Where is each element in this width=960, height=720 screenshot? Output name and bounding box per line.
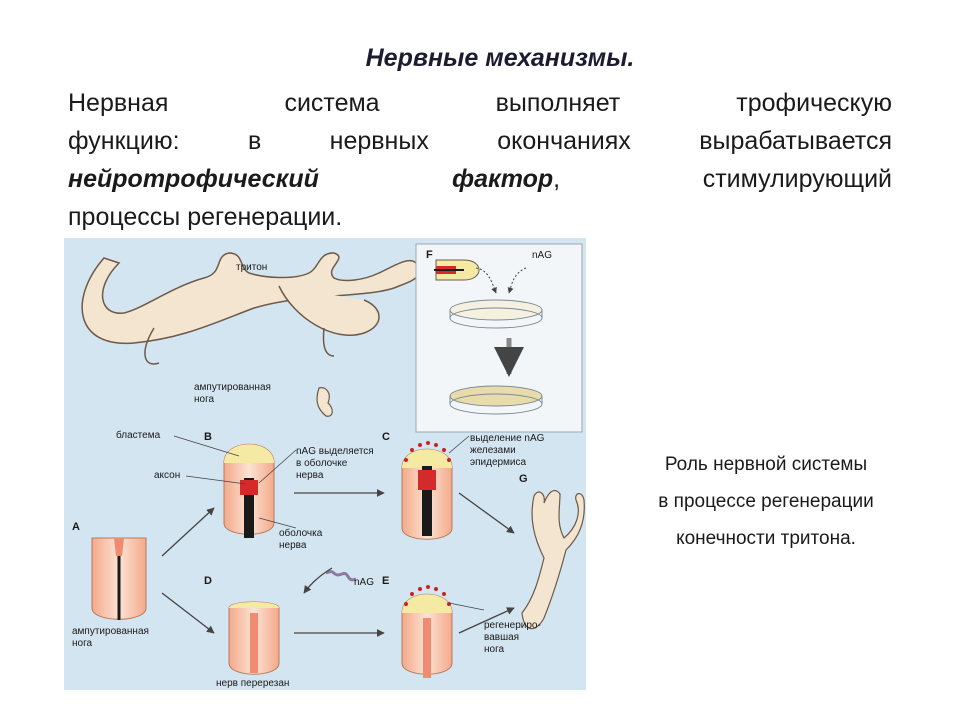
term-factor: фактор: [452, 165, 554, 193]
panel-g-letter: G: [519, 473, 528, 485]
paragraph-line-4: процессы регенерации.: [68, 203, 343, 231]
label-nerve-cut: нерв перерезан: [216, 678, 289, 689]
comma: ,: [553, 165, 561, 193]
figure-illustration: тритон ампутированная нога F nAG: [72, 243, 585, 689]
term-neurotrophic: нейротрофический: [68, 165, 319, 193]
label-nag-sheath-2: в оболочке: [296, 457, 348, 469]
label-amputated-leg-2: нога: [194, 394, 215, 405]
label-regenerated-2: вавшая: [484, 632, 519, 643]
label-nag-secretion-1: выделение nAG: [470, 433, 545, 444]
panel-c-letter: C: [382, 431, 390, 443]
regeneration-figure: тритон ампутированная нога F nAG: [64, 238, 586, 690]
label-regenerated-1: регенериро-: [484, 620, 541, 631]
label-amputated-leg-a2: нога: [72, 638, 93, 649]
label-nerve-sheath-1: оболочка: [279, 527, 323, 539]
panel-e-limb: [401, 585, 453, 678]
panel-c-limb: [401, 441, 453, 540]
panel-b-letter: B: [204, 431, 212, 443]
label-amputated-leg-a1: ампутированная: [72, 626, 149, 637]
label-nag-secretion-3: эпидермиса: [470, 457, 527, 468]
caption-line-1: Роль нервной системы: [664, 454, 868, 475]
panel-d-letter: D: [204, 575, 212, 587]
slide-title: Нервные механизмы.: [365, 44, 635, 72]
label-nag: nAG: [354, 577, 374, 588]
label-regenerated-3: нога: [484, 644, 505, 655]
leader-lines: [173, 435, 485, 611]
process-arrows: [161, 489, 515, 637]
panel-f-letter: F: [426, 249, 433, 261]
label-amputated-leg-1: ампутированная: [194, 382, 271, 393]
label-nag-f: nAG: [532, 250, 552, 261]
label-axon: аксон: [154, 470, 180, 481]
paragraph-line-2: функцию: в нервных окончаниях вырабатыва…: [68, 127, 892, 155]
paragraph-line-1: Нервная система выполняет трофическую: [68, 89, 892, 117]
label-nag-sheath-3: нерва: [296, 470, 324, 481]
panel-a-letter: A: [72, 521, 80, 533]
regenerated-leg-shape: [521, 490, 585, 630]
newt-illustration: [81, 252, 420, 365]
nag-molecule-shape: [325, 570, 357, 582]
panel-e-letter: E: [382, 575, 389, 587]
panel-b-limb: [223, 443, 275, 538]
label-nag-sheath-1: nAG выделяется: [296, 446, 374, 457]
panel-a-limb: [91, 537, 147, 620]
label-triton: тритон: [236, 262, 267, 273]
label-nerve-sheath-2: нерва: [279, 540, 307, 551]
panel-f-box: F nAG: [415, 243, 583, 433]
label-nag-secretion-2: железами: [470, 445, 516, 456]
panel-d-limb: [228, 601, 280, 675]
caption-line-2: в процессе регенерации: [658, 491, 874, 512]
paragraph-stimulating: стимулирующий: [702, 165, 892, 193]
amputated-leg-shape: [316, 387, 333, 417]
caption-line-3: конечности тритона.: [676, 528, 856, 549]
label-blastema: бластема: [116, 429, 161, 441]
